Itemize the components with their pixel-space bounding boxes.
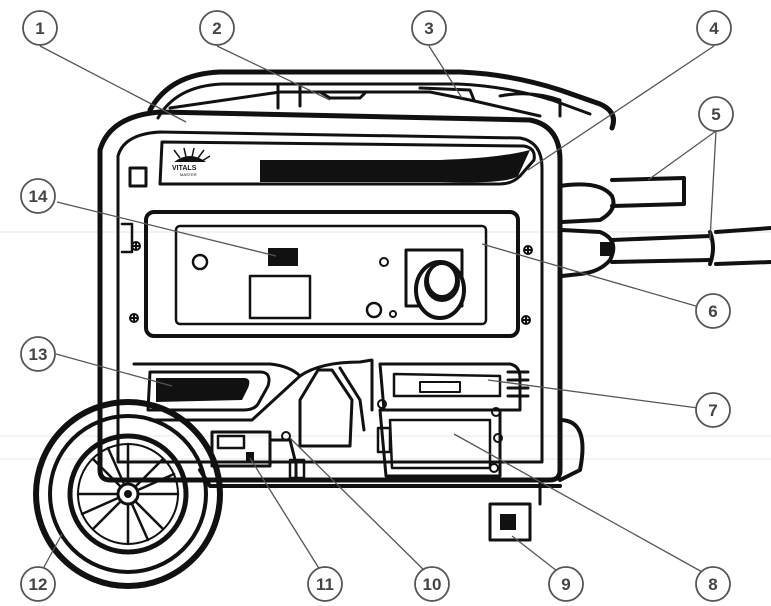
leader-lines	[37, 45, 717, 579]
callout-9: 9	[548, 566, 584, 602]
callout-7: 7	[695, 392, 731, 428]
svg-text:7: 7	[708, 401, 717, 420]
svg-text:13: 13	[29, 345, 48, 364]
brand-logo: VITALS MASTER	[172, 147, 211, 177]
svg-text:14: 14	[29, 187, 48, 206]
svg-text:8: 8	[708, 575, 717, 594]
callout-12: 12	[20, 566, 56, 602]
svg-text:2: 2	[212, 19, 221, 38]
svg-text:3: 3	[424, 19, 433, 38]
callout-10: 10	[414, 566, 450, 602]
callouts: 1 2 3 4 5 6 7 8	[20, 10, 734, 602]
svg-text:1: 1	[35, 19, 44, 38]
svg-text:6: 6	[708, 302, 717, 321]
svg-text:10: 10	[423, 575, 442, 594]
callout-5: 5	[698, 96, 734, 132]
callout-6: 6	[695, 293, 731, 329]
callout-3: 3	[411, 10, 447, 46]
svg-text:4: 4	[709, 19, 719, 38]
brand-subtitle: MASTER	[180, 172, 197, 177]
svg-text:5: 5	[711, 105, 720, 124]
callout-4: 4	[696, 10, 732, 46]
callout-13: 13	[20, 336, 56, 372]
callout-11: 11	[307, 566, 343, 602]
svg-text:12: 12	[29, 575, 48, 594]
brand-name: VITALS	[172, 165, 197, 172]
svg-text:9: 9	[561, 575, 570, 594]
wheel	[33, 399, 223, 589]
callout-1: 1	[22, 10, 58, 46]
callout-8: 8	[695, 566, 731, 602]
callout-14: 14	[20, 178, 56, 214]
callout-2: 2	[199, 10, 235, 46]
svg-text:11: 11	[316, 575, 334, 594]
